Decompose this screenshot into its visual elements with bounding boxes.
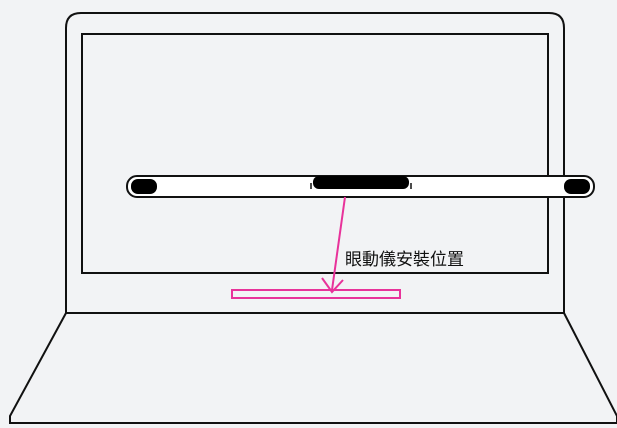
laptop-screen (81, 33, 549, 274)
eye-tracker-right-sensor (564, 179, 590, 194)
laptop-base (9, 312, 617, 424)
laptop-icon (9, 12, 617, 424)
laptop-lid (65, 12, 565, 313)
mount-position-highlight (231, 289, 401, 299)
eye-tracker-left-sensor (131, 179, 157, 194)
eye-tracker-center-bracket (310, 183, 412, 189)
arrow-icon (321, 196, 346, 294)
mount-position-label: 眼動儀安裝位置 (345, 250, 464, 270)
eye-tracker-bar (126, 175, 595, 198)
eye-tracker-center-sensor (313, 176, 409, 189)
